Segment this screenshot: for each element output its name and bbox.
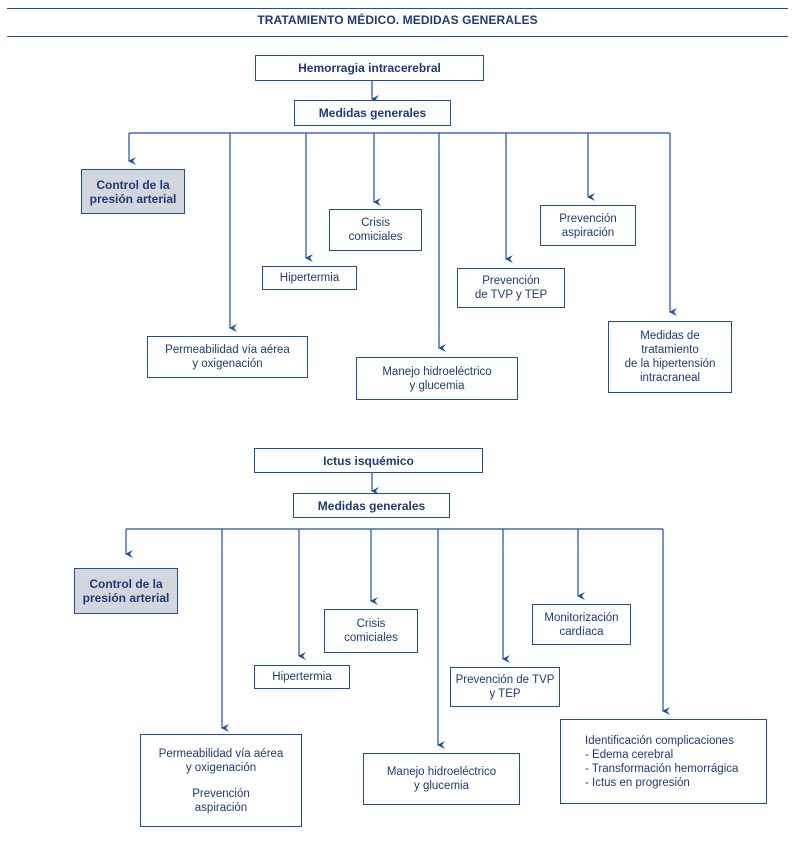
box-label-line: - Edema cerebral: [585, 748, 674, 761]
box-prevencion-aspiracion-1: Prevención aspiración: [540, 205, 636, 246]
box-label-line: presión arterial: [82, 591, 170, 605]
box-label-line: Manejo hidroeléctrico: [382, 365, 492, 378]
box-label-line: y glucemia: [414, 780, 469, 792]
box-label-line: Medidas de: [640, 330, 700, 342]
box-label-line: Prevención: [192, 787, 250, 800]
box-label-line: presión arterial: [89, 191, 177, 206]
box-label-line: y glucemia: [409, 379, 465, 392]
box-label-line: Crisis: [356, 618, 386, 630]
box-permeabilidad-1: Permeabilidad vía aérea y oxigenación: [147, 336, 308, 378]
page-title: TRATAMIENTO MÉDICO. MEDIDAS GENERALES: [257, 13, 538, 27]
box-label: Hemorragia intracerebral: [298, 61, 441, 75]
box-prevencion-tvp-2: Prevención de TVP y TEP: [450, 667, 560, 707]
box-label-line: de la hipertensión: [624, 358, 716, 370]
box-label-line: y TEP: [489, 688, 521, 700]
box-label: Medidas generales: [318, 106, 427, 120]
box-medidas-generales-1: Medidas generales: [294, 100, 451, 126]
box-label: Hipertermia: [279, 272, 340, 284]
box-label-line: Permeabilidad vía aérea: [165, 344, 290, 356]
box-prevencion-tvp-1: Prevención de TVP y TEP: [457, 268, 565, 308]
box-label-line: - Transformación hemorrágica: [585, 762, 739, 775]
box-label-line: - Ictus en progresión: [585, 776, 690, 789]
box-manejo-hidroelectrico-1: Manejo hidroeléctrico y glucemia: [356, 357, 518, 400]
box-label-line: tratamiento: [641, 344, 699, 356]
box-label: Hipertermia: [272, 671, 332, 683]
box-label-line: Prevención de TVP: [455, 674, 555, 686]
title-rule: [7, 36, 788, 37]
box-label: Medidas generales: [317, 498, 426, 513]
box-control-presion-1: Control de la presión arterial: [81, 169, 185, 214]
box-label-line: Monitorización: [544, 611, 619, 624]
box-label-line: y oxigenación: [192, 358, 263, 370]
box-label-line: intracraneal: [639, 372, 701, 384]
box-label-line: aspiración: [561, 226, 615, 239]
box-label-line: de TVP y TEP: [474, 289, 548, 301]
top-rule: [7, 8, 788, 9]
box-medidas-generales-2: Medidas generales: [293, 493, 450, 518]
box-manejo-hidroelectrico-2: Manejo hidroeléctrico y glucemia: [363, 753, 520, 805]
box-label: Ictus isquémico: [323, 453, 414, 468]
box-label-line: cardíaca: [559, 625, 604, 638]
box-hemorragia-intracerebral: Hemorragia intracerebral: [255, 55, 484, 81]
box-monitorizacion-cardiaca-2: Monitorización cardíaca: [532, 604, 631, 645]
box-ictus-isquemico: Ictus isquémico: [254, 448, 483, 473]
box-hipertermia-2: Hipertermia: [254, 665, 350, 689]
box-control-presion-2: Control de la presión arterial: [74, 568, 178, 614]
box-identificacion-complicaciones-2: Identificación complicaciones - Edema ce…: [560, 719, 767, 804]
box-label-line: Prevención: [482, 275, 540, 287]
box-label-line: y oxigenación: [185, 761, 257, 774]
box-label-line: Control de la: [89, 577, 163, 591]
box-label-line: Permeabilidad vía aérea: [158, 747, 284, 760]
box-crisis-comiciales-2: Crisis comiciales: [324, 609, 418, 653]
box-label-line: Crisis: [361, 217, 390, 229]
box-label-line: comiciales: [344, 632, 398, 644]
box-hipertension-intracraneal-1: Medidas de tratamiento de la hipertensió…: [608, 321, 732, 393]
box-label-line: comiciales: [348, 231, 403, 243]
box-label-line: Control de la: [96, 177, 170, 192]
box-hipertermia-1: Hipertermia: [262, 266, 357, 290]
box-label-line: Prevención: [559, 212, 617, 225]
box-label-line: Manejo hidroeléctrico: [386, 766, 497, 778]
box-crisis-comiciales-1: Crisis comiciales: [329, 209, 422, 251]
box-label-line: Identificación complicaciones: [585, 734, 734, 747]
box-label-line: aspiración: [194, 801, 248, 814]
box-permeabilidad-aspiracion-2: Permeabilidad vía aérea y oxigenación Pr…: [140, 734, 302, 827]
